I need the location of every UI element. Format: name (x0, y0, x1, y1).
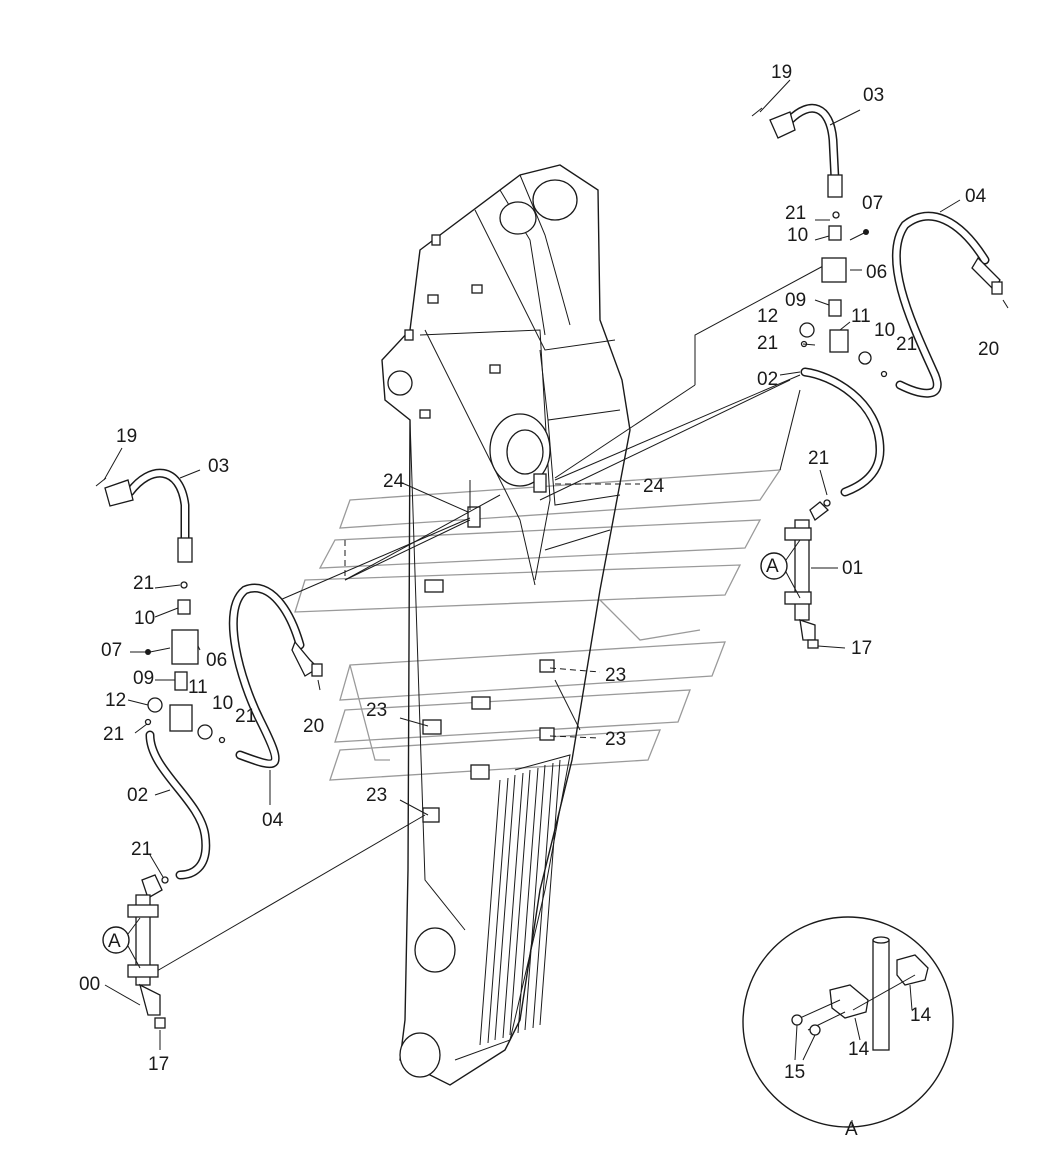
label-06-right: 06 (866, 262, 887, 283)
label-12-left: 12 (105, 690, 126, 711)
label-14-b: 14 (848, 1039, 870, 1060)
label-a-detail: A (845, 1119, 858, 1140)
label-24-left: 24 (383, 471, 405, 492)
label-07-right: 07 (862, 193, 883, 214)
label-00: 00 (79, 974, 100, 995)
label-10-right-b: 10 (874, 320, 895, 341)
wear-pads (422, 473, 555, 823)
label-04-left: 04 (262, 810, 284, 831)
left-hose-assembly (95, 468, 323, 1029)
label-03-left: 03 (208, 456, 229, 477)
label-a-left: A (108, 931, 121, 952)
watermark (294, 469, 782, 781)
label-21-left-d: 21 (131, 839, 152, 860)
label-20-left: 20 (303, 716, 324, 737)
part-labels: 19 03 04 21 07 10 06 09 12 11 10 21 21 2… (79, 62, 999, 1140)
label-20-right: 20 (978, 339, 999, 360)
label-17-left: 17 (148, 1054, 169, 1075)
label-21-left-b: 21 (235, 706, 256, 727)
label-ticks (103, 79, 961, 1127)
label-a-right: A (766, 556, 779, 577)
label-02-right: 02 (757, 369, 778, 390)
label-24-right: 24 (643, 476, 665, 497)
callout-a-markers (102, 539, 801, 969)
label-23-a: 23 (605, 665, 626, 686)
label-01: 01 (842, 558, 863, 579)
label-14-a: 14 (910, 1005, 932, 1026)
label-15: 15 (784, 1062, 805, 1083)
label-10-left-a: 10 (134, 608, 155, 629)
label-19-right: 19 (771, 62, 792, 83)
label-21-right-b: 21 (757, 333, 778, 354)
label-19-left: 19 (116, 426, 137, 447)
label-06-left: 06 (206, 650, 227, 671)
leader-lines (149, 264, 826, 976)
label-21-right-c: 21 (896, 334, 917, 355)
label-10-right-a: 10 (787, 225, 808, 246)
label-21-left-c: 21 (103, 724, 124, 745)
label-21-right-d: 21 (808, 448, 829, 469)
label-11-right: 11 (851, 306, 871, 327)
label-04-right: 04 (965, 186, 987, 207)
label-21-right-a: 21 (785, 203, 806, 224)
label-07-left: 07 (101, 640, 122, 661)
label-09-left: 09 (133, 668, 154, 689)
boom-arm (381, 164, 631, 1086)
label-23-d: 23 (366, 785, 387, 806)
label-23-b: 23 (366, 700, 387, 721)
label-23-c: 23 (605, 729, 626, 750)
label-03-right: 03 (863, 85, 884, 106)
label-17-right: 17 (851, 638, 872, 659)
label-09-right: 09 (785, 290, 806, 311)
label-12-right: 12 (757, 306, 778, 327)
label-11-left: 11 (188, 677, 208, 698)
label-02-left: 02 (127, 785, 148, 806)
label-10-left-b: 10 (212, 693, 233, 714)
label-21-left-a: 21 (133, 573, 154, 594)
right-hose-assembly (751, 103, 1009, 649)
